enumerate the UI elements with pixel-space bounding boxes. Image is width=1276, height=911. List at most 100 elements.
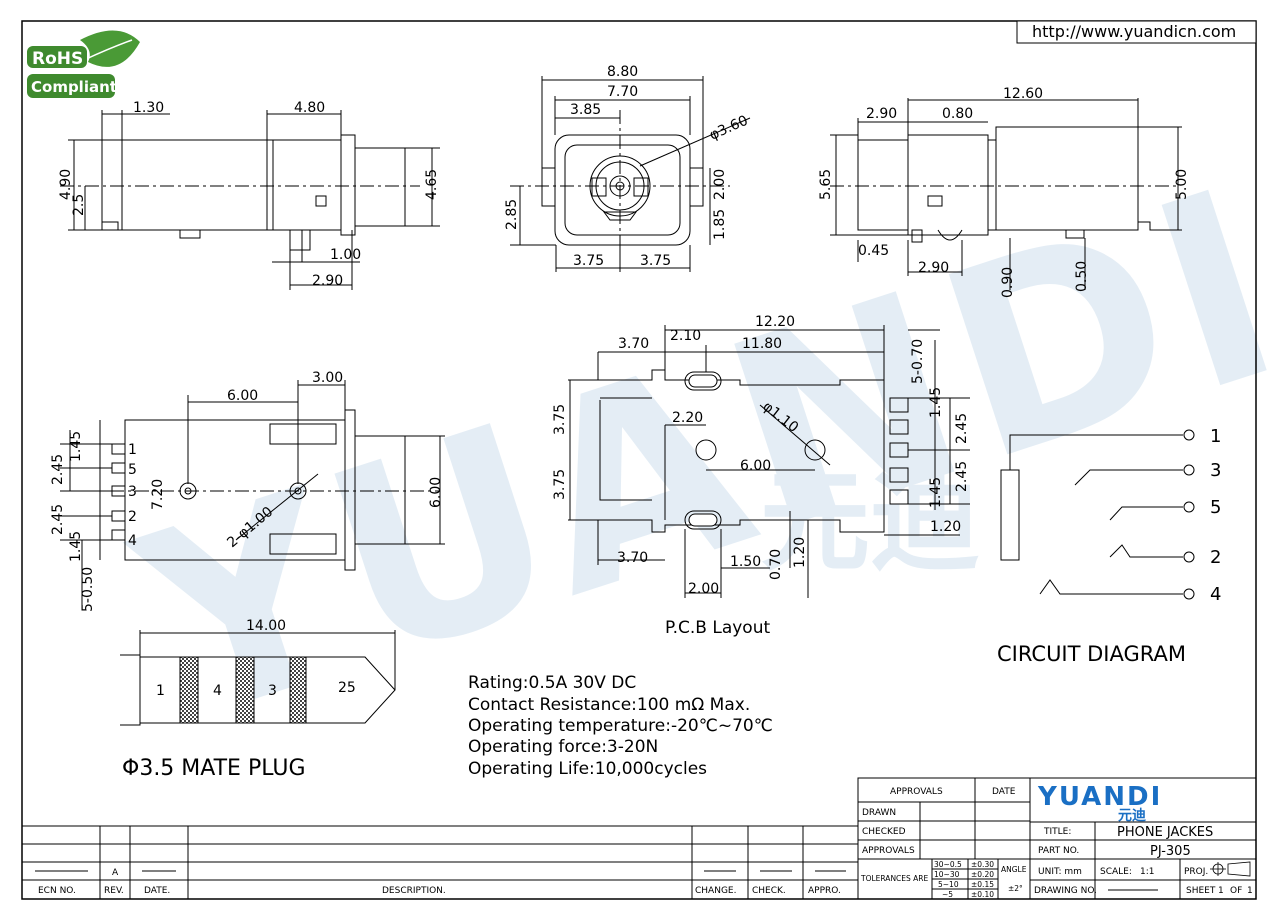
pcb-dim-3: 2.10 <box>670 328 701 344</box>
side-dim-7: 2.90 <box>312 273 343 289</box>
front-dim-7: 1.85 <box>712 209 728 240</box>
scale-value: 1:1 <box>1140 867 1154 877</box>
circuit-pin-1: 1 <box>1210 426 1221 447</box>
pcb-dim-5: 5-0.70 <box>910 339 926 384</box>
bottom-view <box>60 380 445 610</box>
bottom-dim-4: 2.45 <box>50 454 66 485</box>
tol-range-4: ~5 <box>942 890 953 899</box>
pcb-dim-18: 0.70 <box>768 549 784 580</box>
rev-header-ecn: ECN NO. <box>38 886 76 896</box>
circuit-title: CIRCUIT DIAGRAM <box>997 642 1186 666</box>
proj-label: PROJ. <box>1184 867 1208 877</box>
bottom-dim-10: 6.00 <box>428 477 444 508</box>
logo-chinese: 元迪 <box>1118 807 1146 824</box>
rev-header-rev: REV. <box>104 886 124 896</box>
bottom-dim-2: 6.00 <box>227 388 258 404</box>
pcb-dim-20: 2.00 <box>688 581 719 597</box>
right-dim-7: 2.90 <box>918 260 949 276</box>
plug-seg-25: 25 <box>338 680 356 696</box>
circuit-pin-5: 5 <box>1210 497 1221 518</box>
date-header: DATE <box>992 787 1016 797</box>
front-dim-4: φ3.60 <box>707 113 750 144</box>
bottom-pin-5: 5 <box>128 462 137 478</box>
logo-text: YUANDI <box>1037 782 1162 812</box>
unit-label: UNIT: mm <box>1038 867 1082 877</box>
tol-value-2: ±0.20 <box>971 870 994 879</box>
rev-header-check: CHECK. <box>752 886 786 896</box>
sheet-of: OF <box>1230 886 1242 896</box>
side-dim-5: 4.65 <box>424 169 440 200</box>
pcb-dim-15: 1.20 <box>930 519 961 535</box>
rev-header-appro: APPRO. <box>808 886 841 896</box>
right-dim-8: 0.90 <box>1000 267 1016 298</box>
pcb-dim-1: 12.20 <box>755 314 795 330</box>
bottom-dim-5: 7.20 <box>150 479 166 510</box>
front-dim-5: 2.85 <box>504 199 520 230</box>
pcb-title: P.C.B Layout <box>665 618 770 638</box>
plug-caption: Φ3.5 MATE PLUG <box>122 756 306 781</box>
tol-range-2: 10~30 <box>934 870 960 879</box>
sheet-total: 1 <box>1247 886 1253 896</box>
pcb-dim-17: 1.50 <box>730 554 761 570</box>
pcb-layout <box>568 325 970 598</box>
url-box[interactable]: http://www.yuandicn.com <box>1016 20 1257 44</box>
url-text[interactable]: http://www.yuandicn.com <box>1032 22 1236 41</box>
bottom-dim-8: 5-0.50 <box>80 567 96 612</box>
right-dim-1: 12.60 <box>1003 86 1043 102</box>
spec-temperature: Operating temperature:-20℃~70℃ <box>468 716 773 736</box>
projection-symbol-icon <box>1210 861 1251 877</box>
pcb-dim-6: 1.45 <box>928 387 944 418</box>
pcb-dim-13: 2.45 <box>954 461 970 492</box>
pcb-dim-11: 3.75 <box>552 469 568 500</box>
front-dim-2: 7.70 <box>607 84 638 100</box>
circuit-diagram <box>1000 429 1195 600</box>
approvals-header: APPROVALS <box>890 787 943 797</box>
circuit-pin-3: 3 <box>1210 460 1221 481</box>
angle-label: ANGLE <box>1001 865 1027 874</box>
tolerances-label: TOLERANCES ARE <box>860 874 929 883</box>
sheet-label: SHEET <box>1186 886 1216 896</box>
side-dim-3: 4.90 <box>58 169 74 200</box>
title-block <box>857 777 1257 900</box>
title-label: TITLE: <box>1043 827 1071 837</box>
rohs-badge: RoHS Compliant <box>27 30 140 98</box>
plug-length: 14.00 <box>246 618 286 634</box>
right-view <box>830 98 1182 290</box>
side-dim-4: 2.5 <box>71 194 87 216</box>
spec-life: Operating Life:10,000cycles <box>468 759 707 779</box>
front-dim-8: 3.75 <box>573 253 604 269</box>
plug-seg-3: 3 <box>268 683 277 699</box>
pcb-dim-16: 3.70 <box>617 550 648 566</box>
right-dim-6: 0.45 <box>858 243 889 259</box>
part-label: PART NO. <box>1038 846 1079 856</box>
side-dim-1: 1.30 <box>133 100 164 116</box>
rev-header-description: DESCRIPTION. <box>382 886 446 896</box>
front-dim-9: 3.75 <box>640 253 671 269</box>
rev-header-change: CHANGE. <box>695 886 736 896</box>
bottom-pin-2: 2 <box>128 509 137 525</box>
pcb-dim-8: 3.75 <box>552 404 568 435</box>
part-value: PJ-305 <box>1150 844 1191 859</box>
bottom-dim-3: 1.45 <box>68 431 84 462</box>
front-dim-3: 3.85 <box>570 102 601 118</box>
spec-contact-resistance: Contact Resistance:100 mΩ Max. <box>468 695 750 715</box>
bottom-dim-6: 2.45 <box>50 504 66 535</box>
tol-value-3: ±0.15 <box>971 880 994 889</box>
pcb-dim-4: 11.80 <box>742 336 782 352</box>
bottom-dim-7: 1.45 <box>68 531 84 562</box>
spec-list: Rating:0.5A 30V DC Contact Resistance:10… <box>468 673 773 779</box>
watermark-chinese: 元迪 <box>760 458 980 586</box>
angle-value: ±2° <box>1008 884 1023 893</box>
spec-force: Operating force:3-20N <box>468 737 658 757</box>
row-drawn: DRAWN <box>862 808 896 818</box>
right-dim-3: 0.80 <box>942 106 973 122</box>
tol-range-1: 30~0.5 <box>934 860 962 869</box>
rohs-line2: Compliant <box>31 78 117 96</box>
pcb-dim-12: 6.00 <box>740 458 771 474</box>
right-dim-5: 5.00 <box>1174 169 1190 200</box>
plug-seg-4: 4 <box>213 683 222 699</box>
pcb-dim-14: 1.45 <box>928 477 944 508</box>
bottom-pin-4: 4 <box>128 533 137 549</box>
tol-value-4: ±0.10 <box>971 890 994 899</box>
